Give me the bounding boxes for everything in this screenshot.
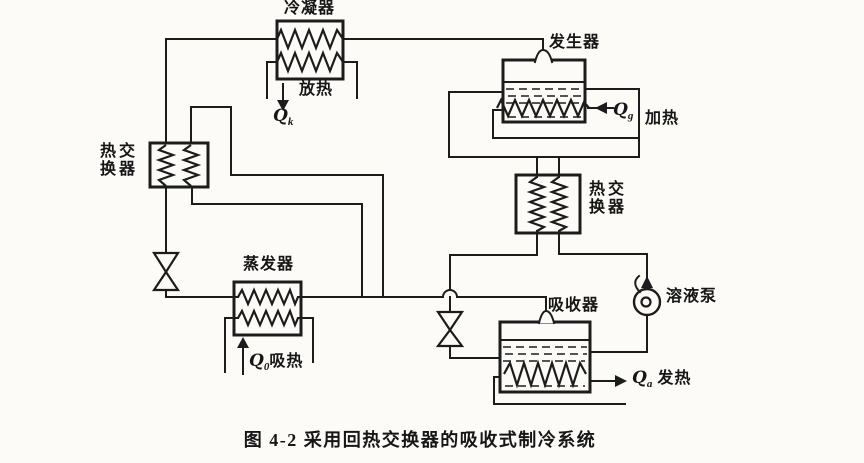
pipe-evaporator-water-right: [297, 317, 314, 363]
heat-exchanger-left: [148, 141, 210, 189]
qg-label: Qg: [613, 100, 634, 123]
condenser-coil-bottom: [275, 49, 344, 75]
pipe-heating-loop: [492, 109, 640, 139]
pipe-condenser-water-left: [266, 61, 278, 99]
condenser-label: 冷凝器: [284, 0, 336, 17]
valve-triangle: [435, 328, 465, 348]
generator-notch: [533, 48, 554, 64]
pipe-pump-suction: [589, 314, 648, 353]
condenser-heat-label: 放热: [299, 81, 334, 98]
pipe-condenser-water-right: [342, 61, 358, 99]
pipe-evaporator-outlet: [191, 186, 363, 298]
absorber-unit: [498, 309, 627, 394]
pipe-pump-discharge: [558, 230, 648, 290]
pipe-strong-solution-down: [449, 230, 538, 291]
condenser-box: [275, 19, 345, 81]
condenser-unit: [275, 19, 345, 111]
heat-exchanger-right: [514, 173, 582, 235]
hx-left-label: 热交换器: [100, 143, 139, 179]
qk-label: Qk: [273, 106, 294, 129]
evaporator-unit: [232, 280, 303, 375]
pipe-generator-loop: [448, 88, 640, 158]
hx-left-coil-2: [180, 144, 202, 187]
pipe-absorber-water: [493, 376, 626, 405]
valve-triangle: [151, 270, 181, 292]
pipe-condenser-to-hx: [165, 38, 278, 144]
hx-left-box: [148, 141, 210, 189]
generator-label: 发生器: [549, 34, 601, 51]
pipe-hx-cold-return: [190, 106, 384, 297]
qa-arrow-icon: [615, 375, 627, 387]
qk-arrow-icon: [277, 100, 289, 111]
q0-arrow-icon: [237, 337, 249, 348]
pump-flow-arrow-icon: [641, 276, 653, 288]
qg-arrow-icon: [595, 102, 607, 114]
generator-coil: [496, 97, 590, 119]
hx-right-coil-1: [526, 176, 548, 232]
pump-volute: [634, 274, 642, 294]
pipes-solution: [448, 88, 648, 359]
pump-label: 溶液泵: [666, 288, 718, 305]
pump-icon: [632, 274, 662, 317]
evaporator-coil-bottom: [237, 307, 300, 329]
hx-right-coil-2: [548, 176, 570, 232]
generator-heat-label: 加热: [645, 110, 680, 127]
figure-caption: 图 4-2 采用回热交换器的吸收式制冷系统: [243, 430, 597, 450]
hx-right-box: [514, 173, 582, 235]
pipes-external: [224, 61, 626, 405]
evaporator-label: 蒸发器: [243, 256, 295, 273]
hx-right-label: 热交换器: [589, 181, 628, 217]
absorber-coil: [503, 359, 587, 389]
valve-triangle: [435, 310, 465, 332]
generator-unit: [496, 48, 614, 124]
evaporator-box: [232, 280, 303, 337]
pump-hub: [640, 296, 652, 308]
pump-body: [632, 287, 662, 317]
pipe-strong-solution-to-absorber: [449, 344, 501, 359]
q0-label: Q0吸热: [249, 351, 304, 374]
expansion-valve-right-icon: [435, 310, 465, 348]
pipe-generator-to-condenser: [342, 38, 544, 52]
valve-triangle: [152, 251, 180, 275]
expansion-valve-left-icon: [151, 251, 181, 292]
condenser-coil-top: [275, 26, 344, 52]
absorber-label: 吸收器: [548, 297, 600, 314]
evaporator-coil-top: [237, 286, 300, 308]
qa-label: Qa 发热: [632, 368, 692, 391]
pipes-refrigerant: [165, 38, 547, 315]
generator-box: [501, 58, 587, 124]
pipe-vapor-to-absorber: [297, 289, 547, 315]
pipe-evaporator-water-left: [224, 317, 239, 373]
absorber-notch: [537, 309, 556, 325]
hx-left-coil-1: [155, 144, 177, 187]
